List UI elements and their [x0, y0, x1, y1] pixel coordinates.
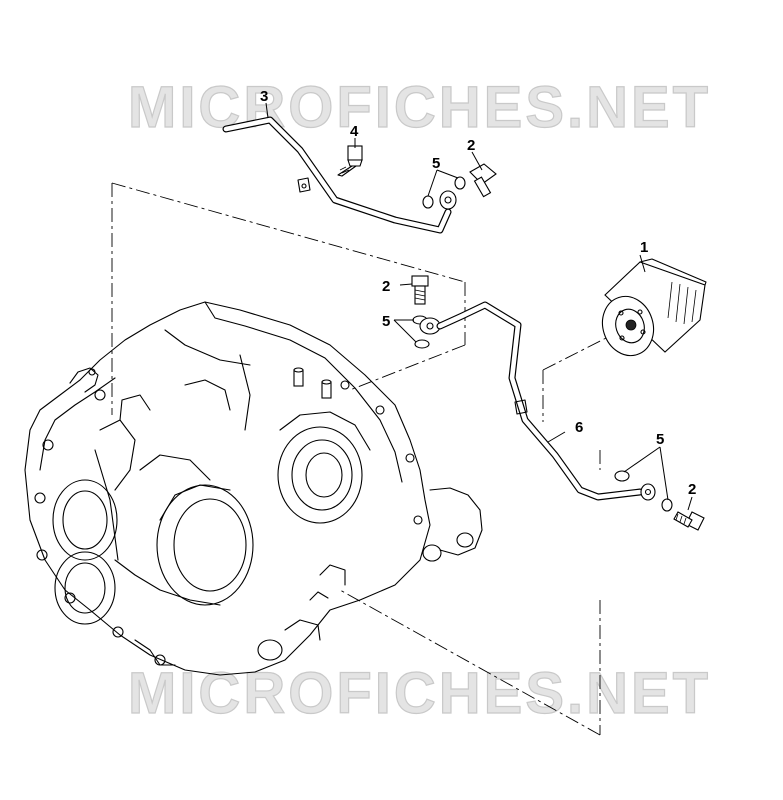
oil-filter: [601, 258, 707, 357]
callout-oil-filter: 1: [640, 239, 648, 256]
callout-screw: 4: [350, 123, 359, 140]
bolt-upper: [469, 163, 497, 198]
callout-bolt-upper: 2: [467, 137, 475, 154]
washers-lower: [614, 470, 673, 512]
watermark-bottom: MICROFICHES.NET: [128, 661, 711, 726]
callout-bolt-middle: 2: [382, 278, 390, 295]
callout-labels: 3 4 2 5 2 5 1 6 5 2: [260, 88, 696, 498]
oil-line-lower: [419, 301, 656, 501]
callout-washers-lower: 5: [656, 431, 664, 448]
washers-upper: [422, 176, 466, 209]
oil-line-upper: [222, 116, 457, 234]
leader-lines: [265, 102, 693, 511]
bolt-middle: [411, 275, 429, 305]
callout-oil-line-lower: 6: [575, 419, 583, 436]
callout-washers-upper: 5: [432, 155, 440, 172]
bolt-lower: [673, 511, 705, 531]
watermark-top: MICROFICHES.NET: [128, 75, 711, 140]
callout-bolt-lower: 2: [688, 481, 696, 498]
crankcase-housing: [24, 301, 483, 676]
callout-washers-middle: 5: [382, 313, 390, 330]
screw-part: [337, 145, 363, 177]
callout-oil-line-upper: 3: [260, 88, 268, 105]
